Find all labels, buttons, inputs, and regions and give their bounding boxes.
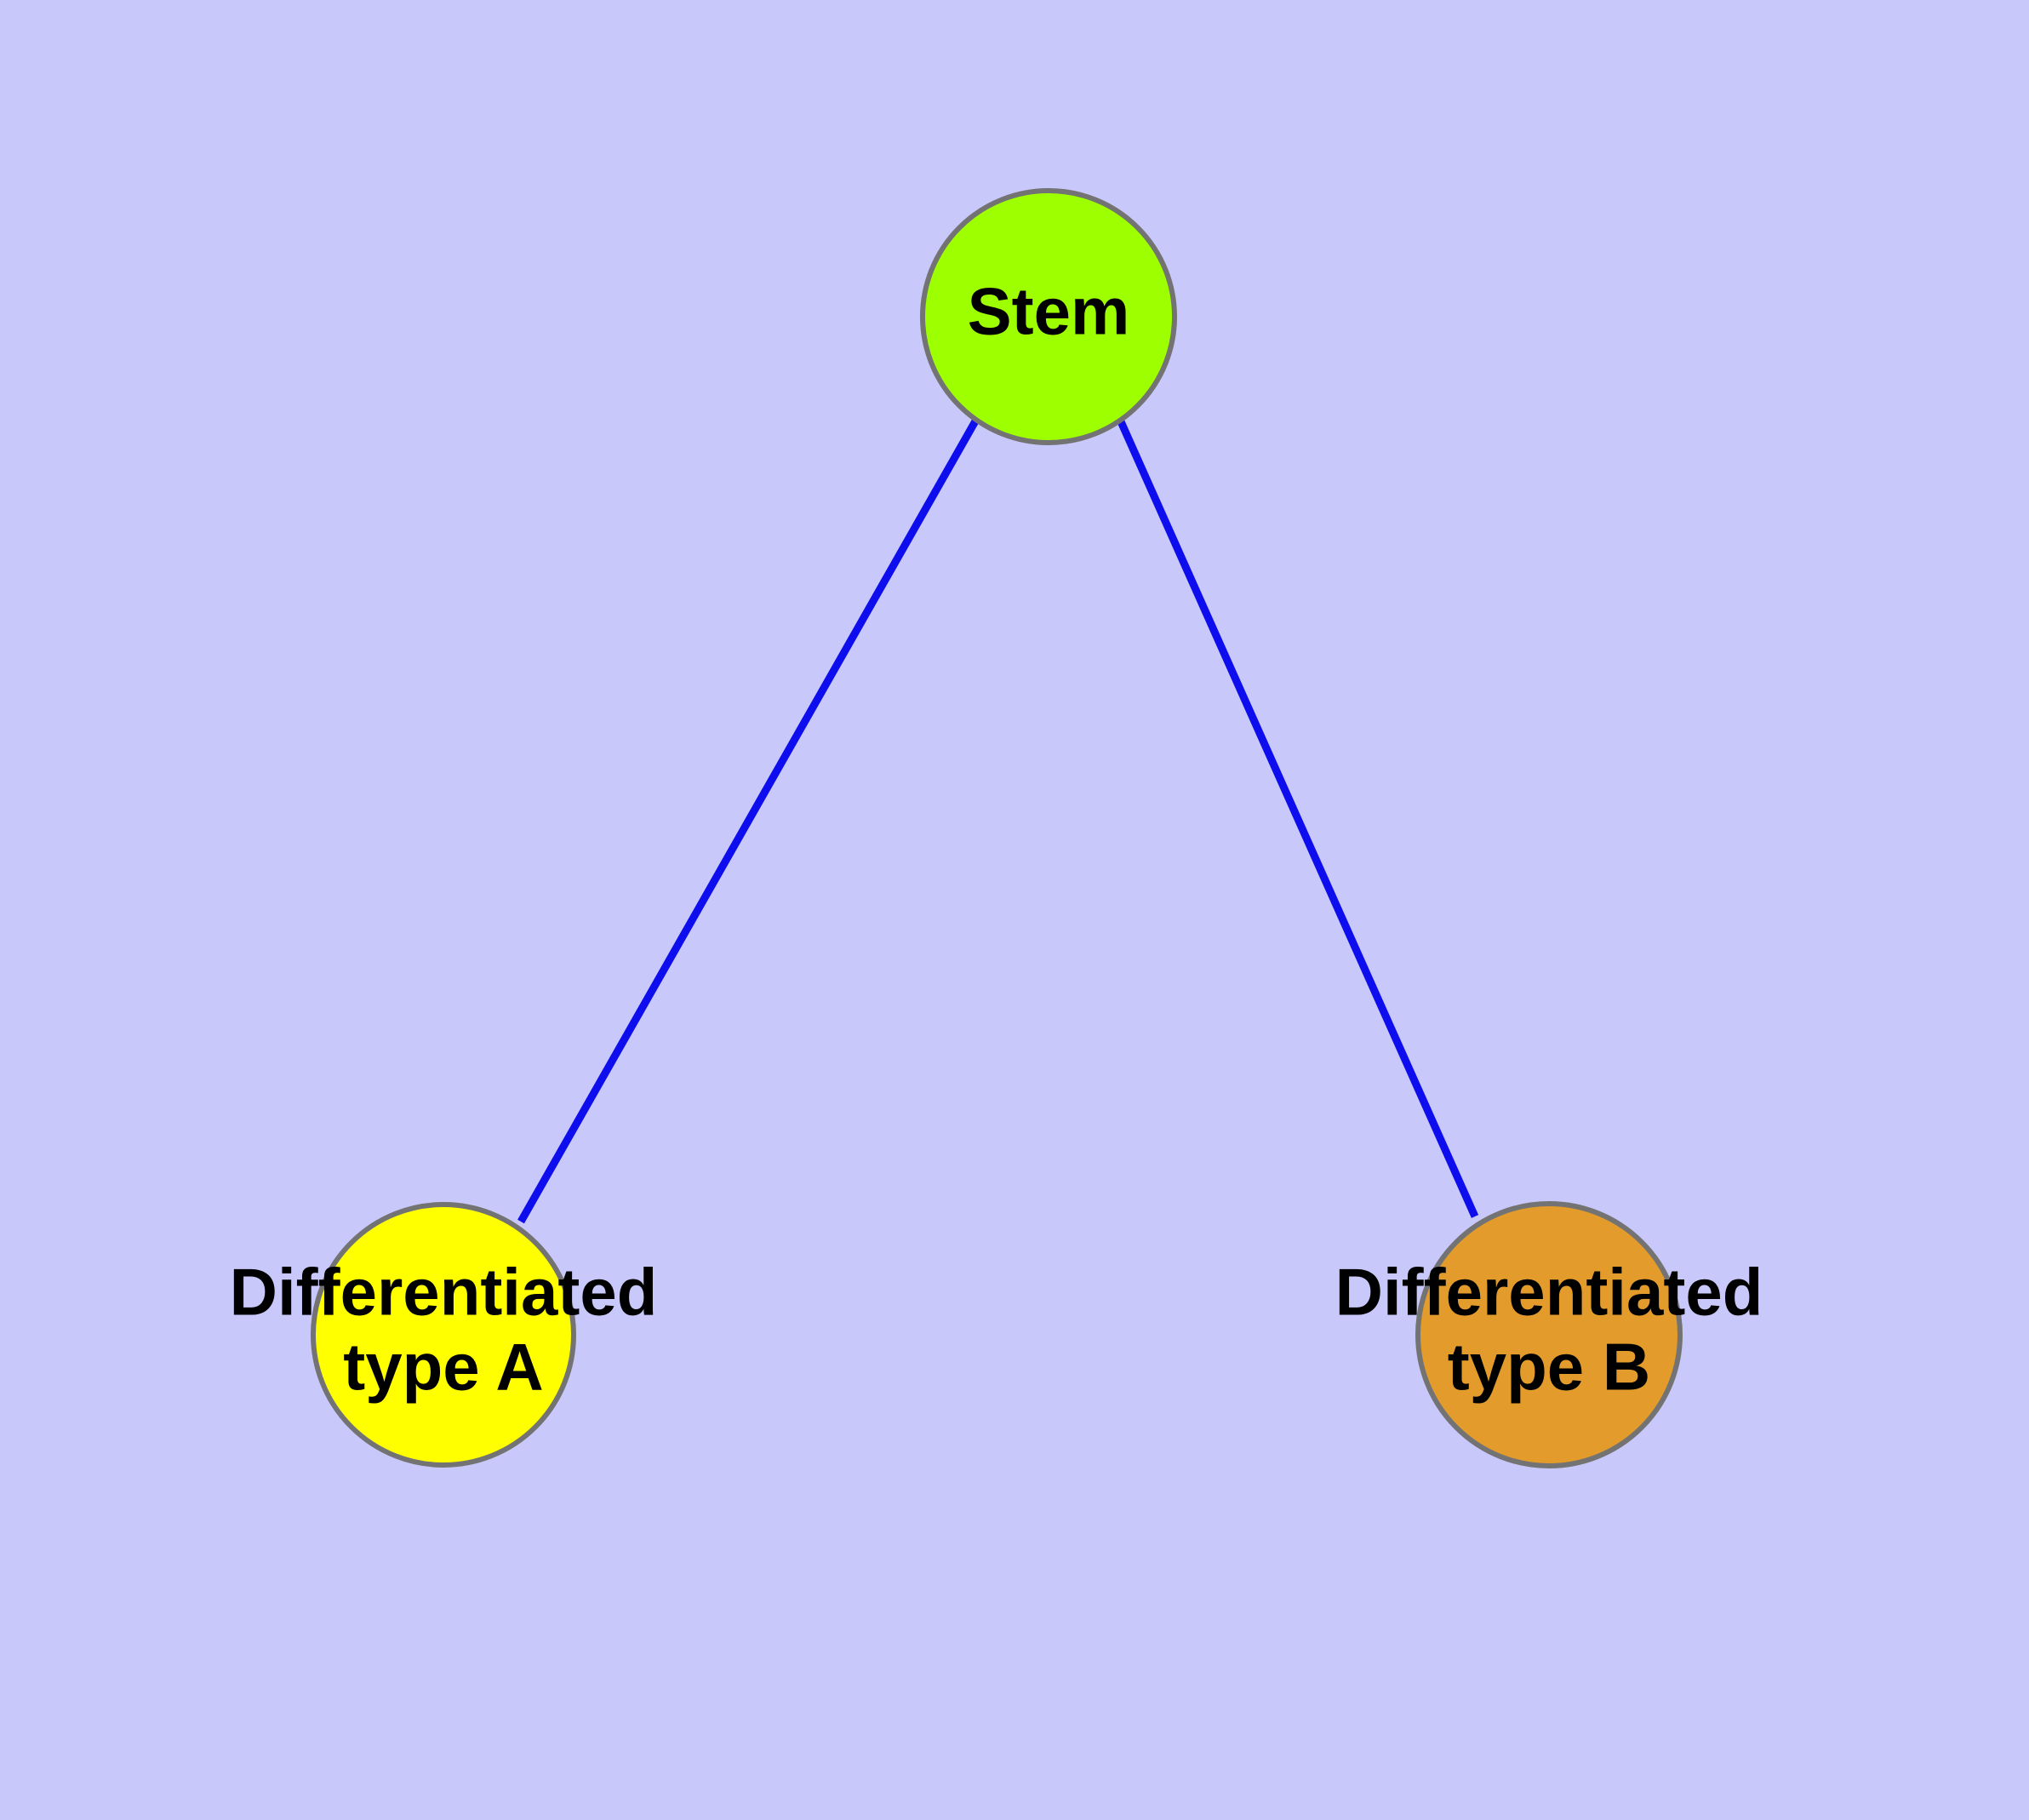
node-circle-diff-b[interactable] [1415,1201,1683,1468]
graph-edge-stem-to-diff-b[interactable] [1116,418,1479,1218]
edge-layer [517,417,1479,1224]
node-label-stem-line-1: Stem [968,274,1130,349]
node-circle-diff-a[interactable] [311,1202,576,1468]
node-label-diff-a-line-2: type A [343,1330,544,1405]
node-label-diff-b-line-2: type B [1448,1330,1650,1405]
node-label-diff-b-line-1: Differentiated [1335,1255,1763,1330]
graph-node-stem[interactable]: Stem [920,188,1177,445]
node-label-diff-a-line-1: Differentiated [230,1255,658,1330]
graph-edge-stem-to-diff-a[interactable] [517,417,980,1224]
node-circle-stem[interactable] [920,188,1177,445]
